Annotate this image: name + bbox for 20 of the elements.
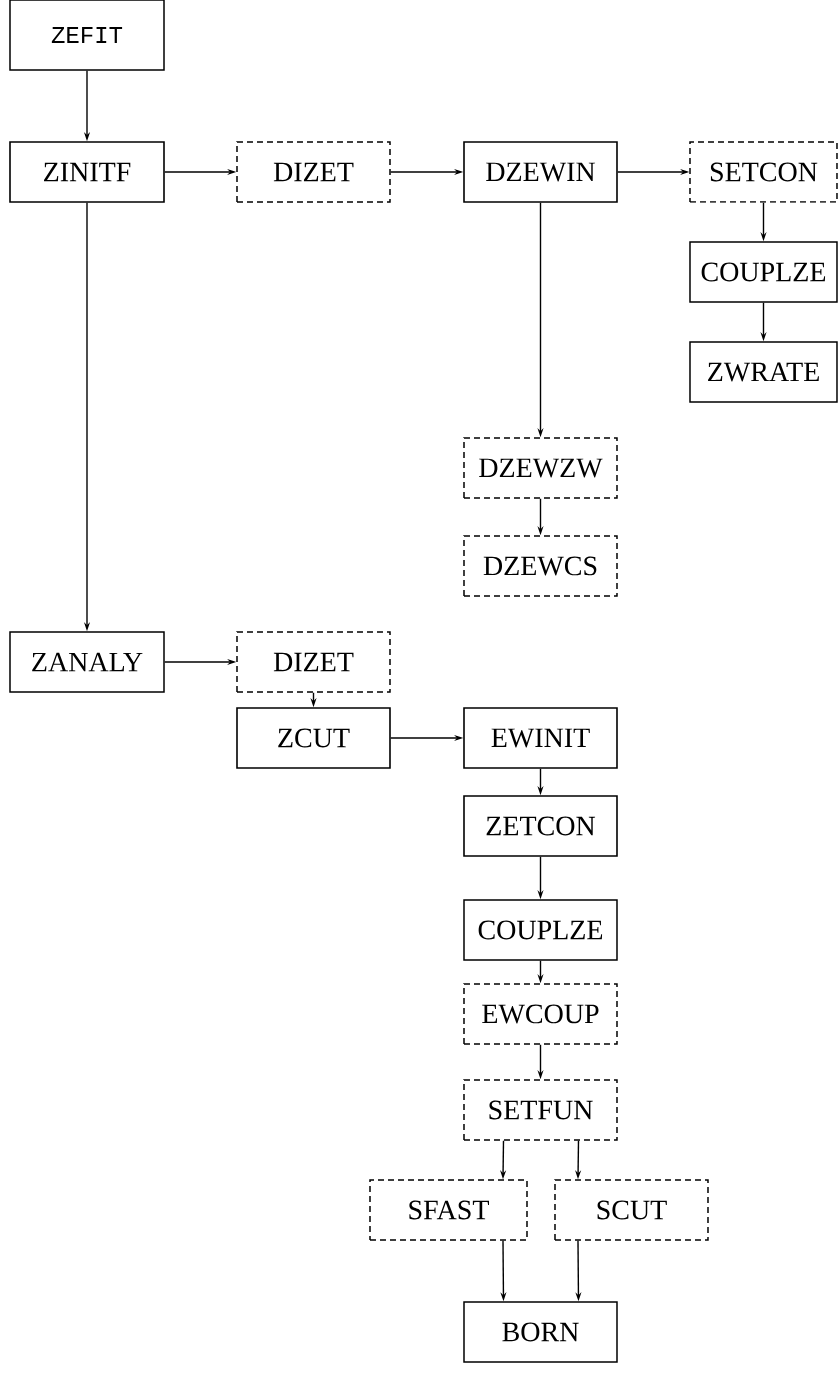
process-box: ZEFIT [9, 0, 165, 71]
process-box: EWCOUP [463, 983, 618, 1045]
process-box: SETCON [689, 141, 838, 203]
process-box: BORN [463, 1301, 618, 1363]
process-box: SFAST [369, 1179, 528, 1241]
process-box: ZANALY [9, 631, 165, 693]
process-box: DIZET [236, 141, 391, 203]
process-box: COUPLZE [689, 241, 838, 303]
process-box: SCUT [554, 1179, 709, 1241]
process-box: ZINITF [9, 141, 165, 203]
process-box: ZETCON [463, 795, 618, 857]
process-box: COUPLZE [463, 899, 618, 961]
process-box: ZWRATE [689, 341, 838, 403]
process-box: DZEWCS [463, 535, 618, 597]
process-box: ZCUT [236, 707, 391, 769]
process-box: DZEWIN [463, 141, 618, 203]
process-box: SETFUN [463, 1079, 618, 1141]
process-box: DZEWZW [463, 437, 618, 499]
process-box: DIZET [236, 631, 391, 693]
process-box: EWINIT [463, 707, 618, 769]
